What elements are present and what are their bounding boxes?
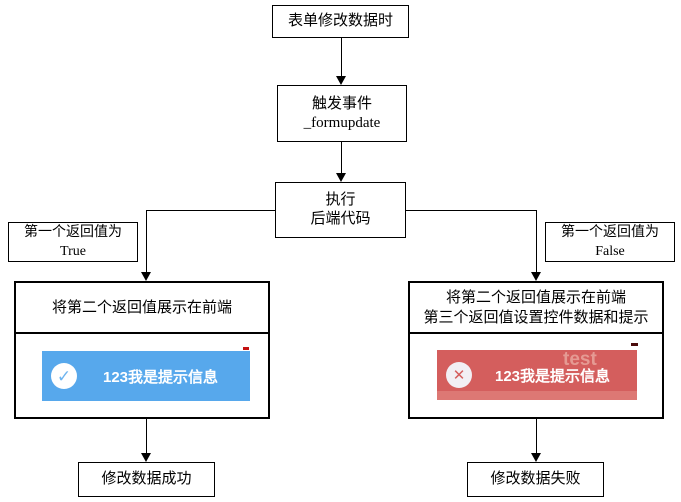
node-form-update-start: 表单修改数据时 — [272, 5, 409, 38]
success-action-text: 将第二个返回值展示在前端 — [16, 283, 268, 334]
check-circle-icon: ✓ — [51, 363, 77, 389]
connector-event-to-execute — [341, 142, 342, 173]
node-condition-true: 第一个返回值为 True — [8, 222, 138, 262]
node-label: 修改数据失败 — [490, 471, 581, 487]
x-icon: ✕ — [452, 366, 466, 384]
node-label: 第三个返回值设置控件数据和提示 — [423, 309, 649, 326]
error-toast: test ✕ 123我是提示信息 — [437, 350, 637, 400]
node-execute-backend: 执行 后端代码 — [275, 182, 406, 238]
toast-bottom-strip — [437, 391, 637, 400]
red-mark-artifact — [243, 347, 249, 350]
node-label: 表单修改数据时 — [287, 13, 393, 29]
check-icon: ✓ — [56, 366, 72, 386]
connector-fail-action-to-result — [536, 419, 537, 453]
arrowhead-down-icon — [141, 453, 151, 462]
connector-success-action-to-result — [146, 419, 147, 453]
arrowhead-down-icon — [531, 272, 541, 281]
node-label: 修改数据成功 — [101, 471, 192, 487]
node-label: 将第二个返回值展示在前端 — [445, 289, 626, 306]
watermark-text: test — [563, 349, 597, 370]
node-label: 后端代码 — [310, 211, 371, 227]
condition-label: 第一个返回值为 — [561, 225, 659, 240]
connector-start-to-event — [341, 38, 342, 76]
toast-message: 123我是提示信息 — [495, 367, 611, 385]
connector-branch-false-vertical — [536, 210, 537, 272]
success-toast: ✓ 123我是提示信息 — [42, 351, 250, 401]
arrowhead-down-icon — [531, 453, 541, 462]
connector-branch-true-horizontal — [146, 210, 275, 211]
x-circle-icon: ✕ — [446, 362, 472, 388]
node-trigger-event: 触发事件 _formupdate — [277, 85, 407, 142]
node-label: _formupdate — [303, 114, 381, 131]
node-fail-result: 修改数据失败 — [467, 462, 604, 497]
connector-branch-true-vertical — [146, 210, 147, 272]
arrowhead-down-icon — [141, 272, 151, 281]
condition-value: True — [60, 244, 86, 259]
node-label: 将第二个返回值展示在前端 — [51, 299, 232, 316]
node-success-result: 修改数据成功 — [78, 462, 215, 497]
connector-branch-false-horizontal — [406, 210, 537, 211]
condition-label: 第一个返回值为 — [24, 225, 122, 240]
arrowhead-down-icon — [336, 76, 346, 85]
node-condition-false: 第一个返回值为 False — [545, 222, 675, 262]
dark-mark-artifact — [631, 343, 638, 346]
arrowhead-down-icon — [336, 173, 346, 182]
node-label: 执行 — [325, 192, 356, 208]
node-label: 触发事件 — [311, 95, 372, 112]
condition-value: False — [595, 244, 625, 259]
toast-message: 123我是提示信息 — [103, 368, 219, 386]
fail-action-text: 将第二个返回值展示在前端 第三个返回值设置控件数据和提示 — [410, 283, 662, 334]
